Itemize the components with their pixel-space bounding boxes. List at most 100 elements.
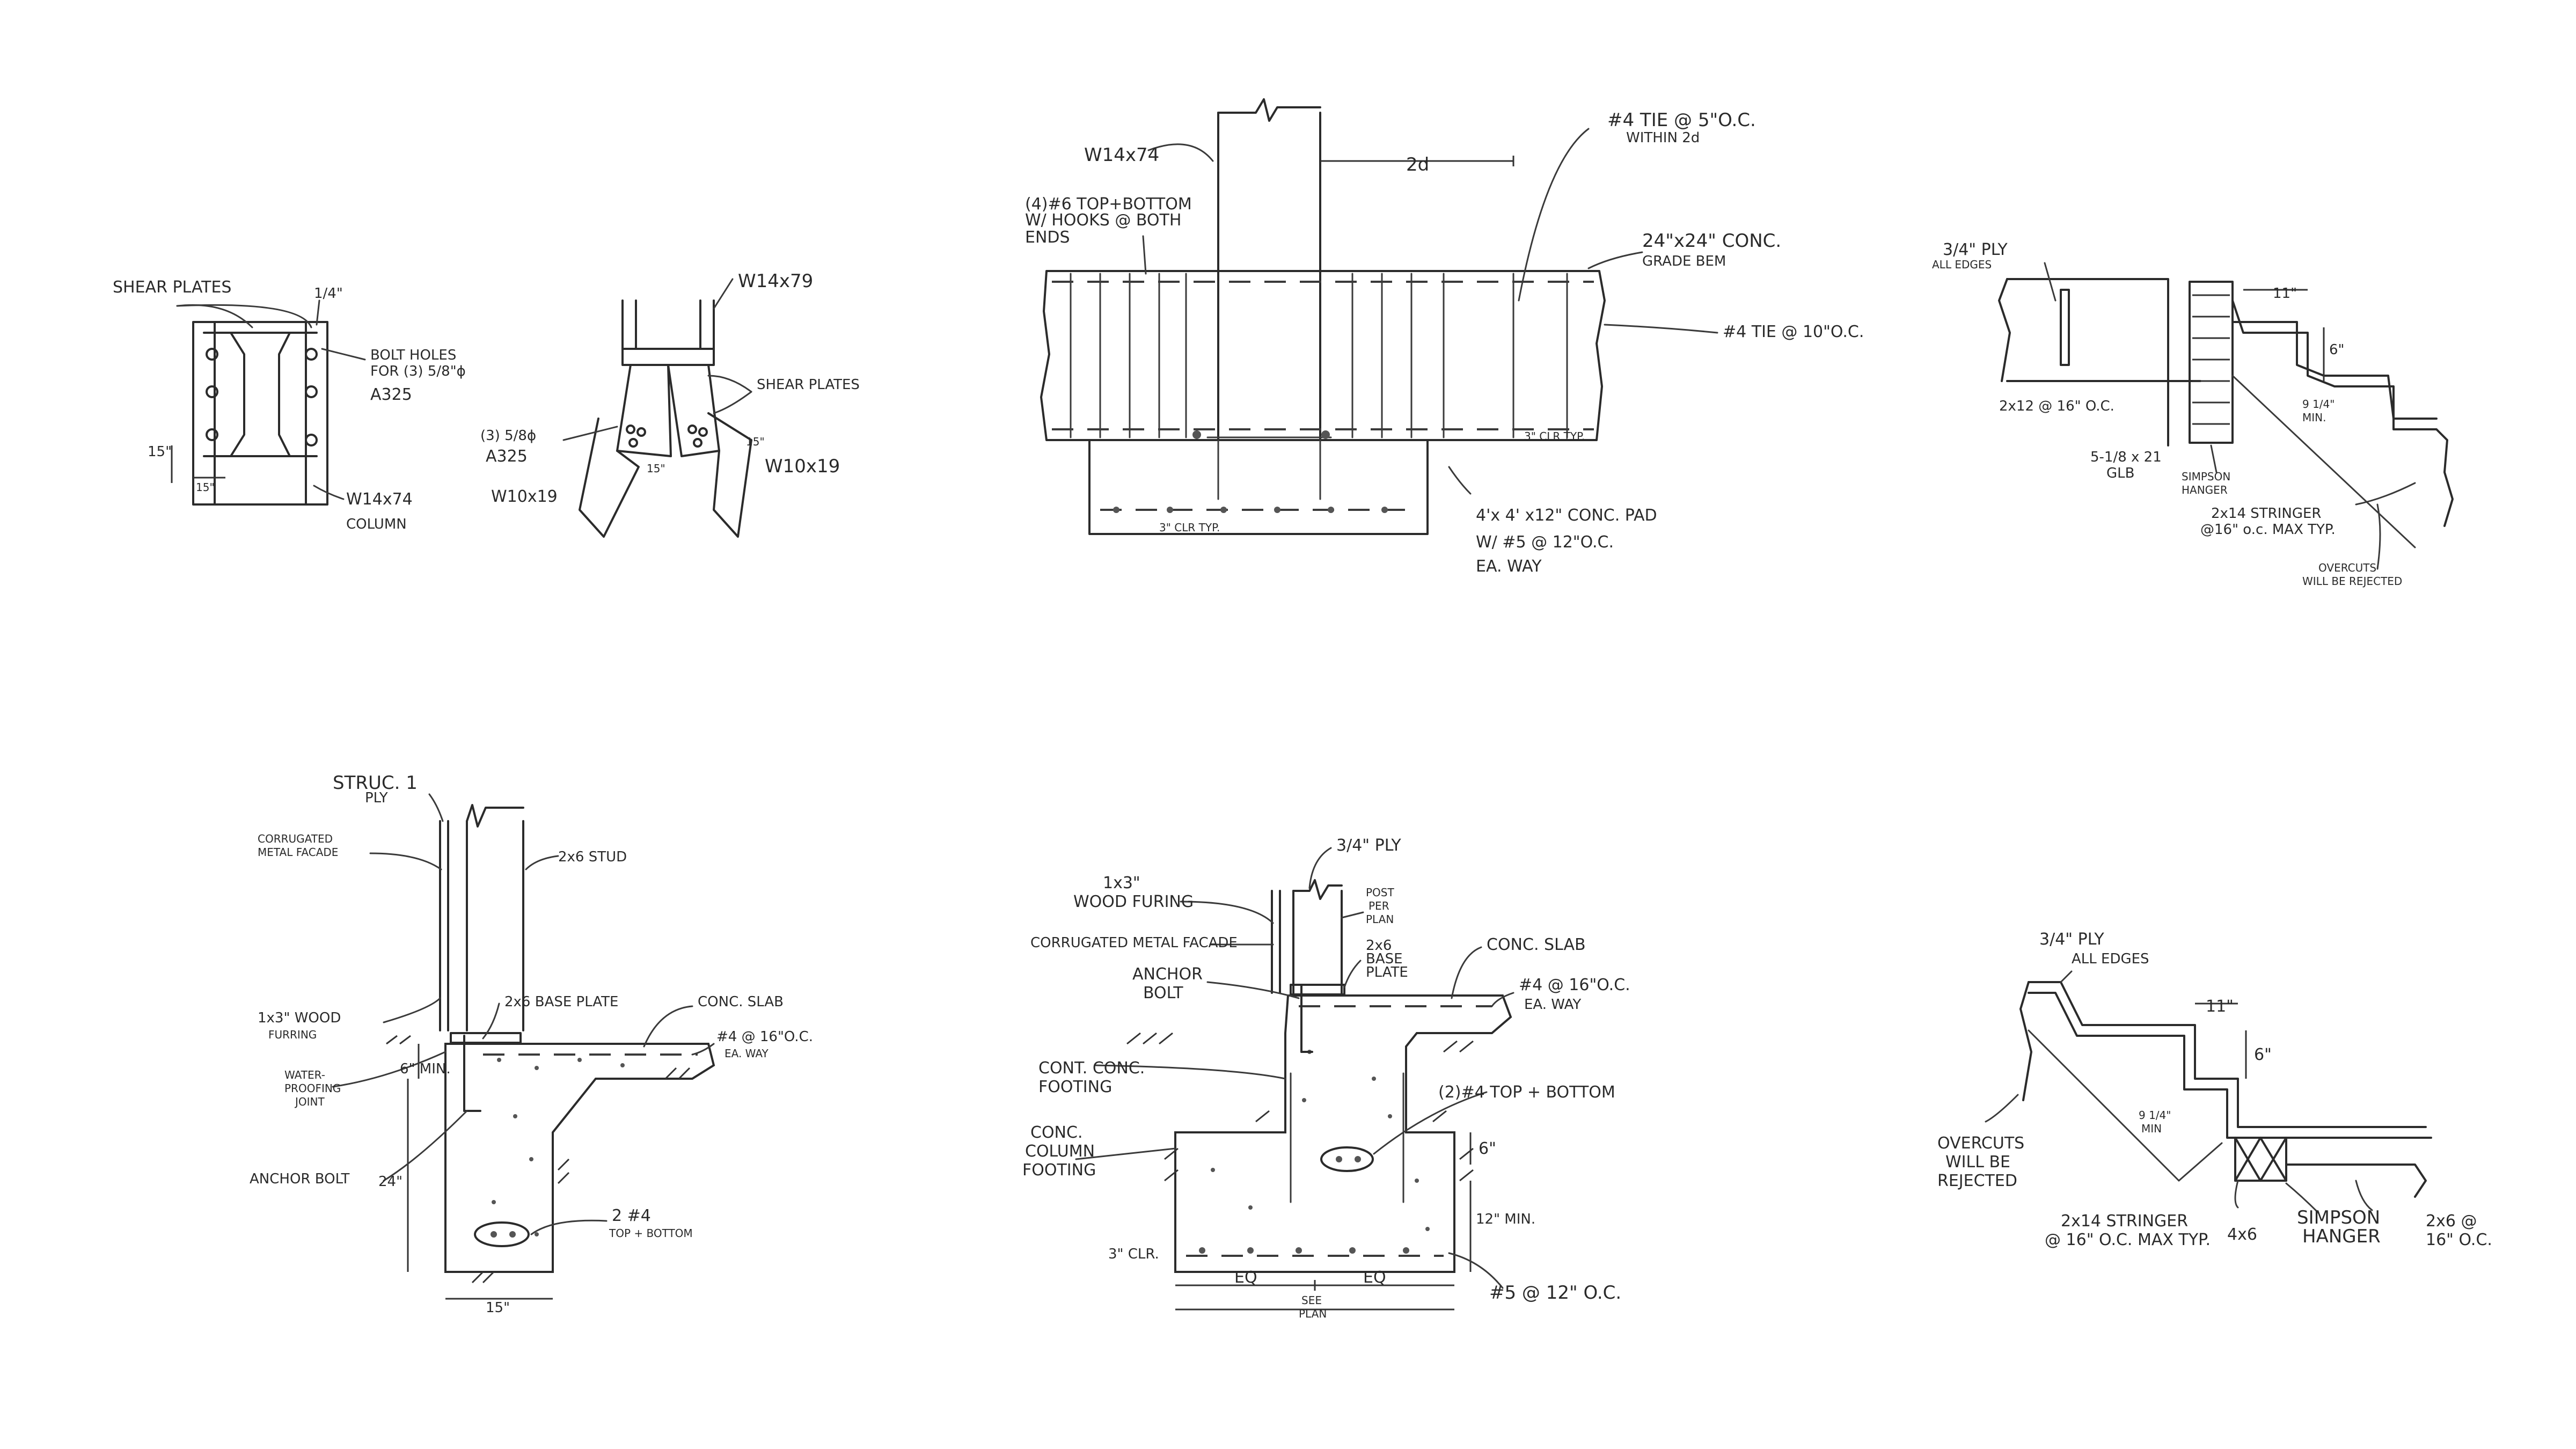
- label-w14x79: W14x79: [738, 270, 813, 292]
- label-column: COLUMN: [346, 516, 407, 532]
- label-glb: GLB: [2106, 465, 2134, 481]
- label-quarter-inch: 1/4": [314, 286, 343, 302]
- stirrups: [1070, 273, 1568, 438]
- label-column-w14x74: W14x74: [1084, 144, 1159, 166]
- label-ply: 3/4" PLY: [1336, 836, 1401, 855]
- footing-body: [1174, 984, 1512, 1273]
- label-bolt-holes: BOLT HOLES: [370, 347, 456, 363]
- dim-6: 6": [2254, 1045, 2272, 1064]
- dim-6: 6": [1479, 1139, 1496, 1158]
- post: [1271, 879, 1345, 996]
- label-facade: CORRUGATED: [258, 832, 333, 845]
- label-min: MIN.: [2302, 411, 2326, 424]
- label-min: MIN: [2141, 1122, 2162, 1135]
- label-proofing: PROOFING: [284, 1082, 341, 1095]
- label-stringer-spacing: @ 16" O.C. MAX TYP.: [2045, 1231, 2211, 1249]
- label-furring-2: FURRING: [268, 1028, 317, 1041]
- label-slab: CONC. SLAB: [1487, 935, 1586, 954]
- label-furring-size: 1x3": [1103, 874, 1140, 892]
- footing-body: [444, 1035, 715, 1273]
- label-stud: 2x6 STUD: [558, 849, 627, 865]
- label-glb-size: 5-1/8 x 21: [2090, 449, 2162, 465]
- label-simpson-hanger: HANGER: [2302, 1226, 2381, 1247]
- dim-eq-1: EQ: [1234, 1268, 1257, 1287]
- label-slab-rebar: #4 @ 16"O.C.: [716, 1029, 813, 1045]
- label-will-be: WILL BE: [1945, 1153, 2010, 1172]
- label-joist-spacing: 16" O.C.: [2426, 1231, 2492, 1249]
- detail-column-footing: 3/4" PLY 1x3" WOOD FURING POST PER PLAN …: [1022, 836, 1630, 1320]
- detail-wall-footing: STRUC. 1 PLY CORRUGATED METAL FACADE 2x6…: [250, 772, 813, 1316]
- dim-15: 15": [486, 1300, 510, 1316]
- ground-hatch: [386, 1035, 691, 1284]
- column-elevation: [171, 321, 328, 506]
- label-ply-edges: ALL EDGES: [2072, 951, 2149, 967]
- dim-6-min: 6" MIN.: [400, 1061, 451, 1077]
- label-ply-edges: ALL EDGES: [1932, 258, 1992, 271]
- label-rejected: REJECTED: [1937, 1172, 2017, 1190]
- label-brace-right: W10x19: [765, 456, 840, 477]
- dim-15-b: 15": [196, 481, 215, 494]
- label-clear: 3" CLR.: [1108, 1246, 1159, 1262]
- label-slab-each-way: EA. WAY: [724, 1047, 769, 1060]
- label-furring: 1x3" WOOD: [258, 1010, 341, 1026]
- label-footing: FOOTING: [1038, 1078, 1112, 1096]
- label-footing-bars-tb: TOP + BOTTOM: [609, 1227, 693, 1240]
- label-post-per: PER: [1368, 899, 1389, 912]
- brace-connection-elevation: [579, 299, 752, 538]
- label-wood-furing: WOOD FURING: [1073, 892, 1194, 911]
- dim-11: 11": [2273, 286, 2297, 302]
- label-stringer: 2x14 STRINGER: [2211, 506, 2322, 522]
- dim-15-d: 15": [746, 435, 765, 448]
- dim-12-min: 12" MIN.: [1476, 1211, 1535, 1227]
- label-struc-ply: STRUC. 1: [333, 772, 418, 794]
- label-stringer: 2x14 STRINGER: [2061, 1212, 2188, 1231]
- label-min-depth: 9 1/4": [2139, 1109, 2171, 1122]
- label-post-4x6: 4x6: [2227, 1225, 2257, 1244]
- dim-11: 11": [2206, 997, 2234, 1016]
- label-pad-each-way: EA. WAY: [1476, 557, 1542, 576]
- post-4x6: [2234, 1137, 2287, 1182]
- label-clear-pad: 3" CLR TYP.: [1159, 521, 1220, 534]
- label-cont-footing: CONT. CONC.: [1038, 1059, 1145, 1078]
- dim-15-a: 15": [148, 444, 172, 460]
- label-brace-bolt-grade: A325: [486, 447, 528, 466]
- label-tie-top-within: WITHIN 2d: [1626, 130, 1700, 146]
- label-bolt: BOLT: [1143, 984, 1183, 1002]
- label-pad-rebar: W/ #5 @ 12"O.C.: [1476, 533, 1614, 552]
- label-column-bars: (2)#4 TOP + BOTTOM: [1438, 1083, 1615, 1102]
- label-slab-rebar: #4 @ 16"O.C.: [1519, 976, 1630, 994]
- label-brace-left: W10x19: [491, 487, 558, 506]
- label-simpson: SIMPSON: [2297, 1207, 2380, 1228]
- label-simpson-hanger: HANGER: [2182, 484, 2228, 496]
- detail-steel-column-connection: SHEAR PLATES 1/4" BOLT HOLES FOR (3) 5/8…: [113, 270, 860, 538]
- column-w14x74: [1206, 98, 1332, 441]
- label-ply: PLY: [365, 790, 388, 806]
- label-overcuts: OVERCUTS: [2318, 561, 2376, 574]
- label-overcuts: OVERCUTS: [1937, 1134, 2024, 1153]
- label-bars-ends: ENDS: [1025, 228, 1070, 247]
- label-brace-bolts: (3) 5/8ϕ: [480, 428, 536, 444]
- label-overcuts-rejected: WILL BE REJECTED: [2302, 575, 2402, 588]
- dim-15-c: 15": [647, 462, 665, 475]
- label-post: POST: [1366, 886, 1394, 899]
- label-water: WATER-: [284, 1069, 325, 1081]
- label-footing-rebar: #5 @ 12" O.C.: [1489, 1282, 1621, 1304]
- label-anchor-bolt: ANCHOR BOLT: [250, 1171, 349, 1187]
- concrete-pad: [1088, 439, 1429, 535]
- dim-eq-2: EQ: [1363, 1268, 1386, 1287]
- label-tie-top: #4 TIE @ 5"O.C.: [1607, 109, 1756, 131]
- detail-stair-top: 3/4" PLY ALL EDGES 11" 6" 2x12 @ 16" O.C…: [1932, 240, 2454, 588]
- label-post-plan: PLAN: [1366, 913, 1394, 926]
- label-grade-beam-size: 24"x24" CONC.: [1642, 230, 1781, 252]
- stud-wall: [439, 804, 524, 1044]
- label-pad-size: 4'x 4' x12" CONC. PAD: [1476, 506, 1657, 525]
- label-joint: JOINT: [294, 1095, 325, 1108]
- detail-stair-bottom: 3/4" PLY ALL EDGES 11" 6" 9 1/4" MIN OVE…: [1937, 930, 2492, 1249]
- label-clear-beam: 3" CLR TYP.: [1524, 430, 1585, 443]
- label-base-plate: 2x6 BASE PLATE: [504, 994, 618, 1010]
- label-shear-plates-brace: SHEAR PLATES: [757, 377, 860, 393]
- label-bars-hooks: W/ HOOKS @ BOTH: [1025, 211, 1181, 230]
- label-facade: CORRUGATED METAL FACADE: [1030, 935, 1238, 951]
- label-plate: PLATE: [1366, 964, 1408, 980]
- label-shear-plates: SHEAR PLATES: [113, 278, 231, 297]
